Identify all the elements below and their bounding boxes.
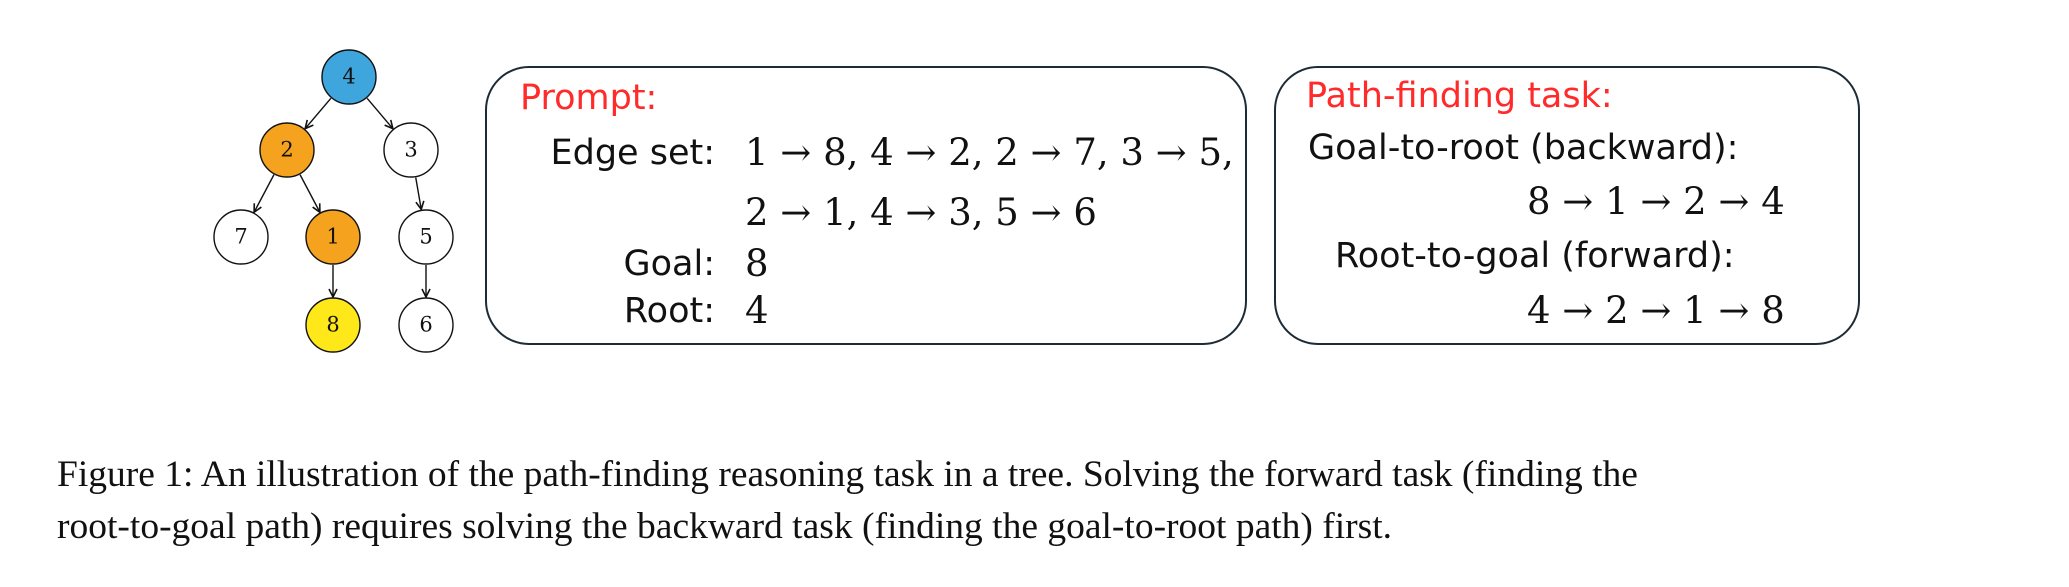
tree-node-7: 7 [213, 209, 269, 265]
path-finding-task-title: Path-finding task: [1306, 76, 1613, 116]
node-circle-7 [213, 209, 269, 265]
edge-set-label: Edge set: [550, 133, 716, 173]
node-circle-6 [398, 297, 454, 353]
backward-label: Goal-to-root (backward): [1308, 128, 1739, 168]
tree-node-1: 1 [305, 209, 361, 265]
tree-node-3: 3 [383, 122, 439, 178]
edge-2-to-7 [254, 174, 275, 212]
node-circle-2 [259, 122, 315, 178]
tree-node-8: 8 [305, 297, 361, 353]
root-label: Root: [623, 291, 715, 331]
caption-line-2: root-to-goal path) requires solving the … [57, 506, 1393, 547]
node-label-6: 6 [419, 313, 432, 337]
node-label-8: 8 [326, 313, 339, 337]
edge-2-to-1 [299, 174, 320, 212]
forward-path: 4 → 2 → 1 → 8 [1527, 289, 1785, 332]
goal-label: Goal: [623, 244, 716, 284]
tree-node-2: 2 [259, 122, 315, 178]
edge-3-to-5 [415, 177, 421, 210]
edge-set-line-2: 2 → 1, 4 → 3, 5 → 6 [745, 191, 1097, 234]
node-label-3: 3 [404, 138, 417, 162]
goal-value: 8 [745, 242, 769, 285]
figure-caption: Figure 1: An illustration of the path-fi… [57, 449, 2017, 553]
node-label-7: 7 [234, 225, 247, 249]
backward-path: 8 → 1 → 2 → 4 [1527, 180, 1785, 223]
forward-label: Root-to-goal (forward): [1335, 236, 1735, 276]
node-circle-8 [305, 297, 361, 353]
node-circle-1 [305, 209, 361, 265]
root-value: 4 [745, 289, 769, 332]
prompt-title: Prompt: [520, 78, 658, 118]
tree-node-4: 4 [321, 49, 377, 105]
edge-set-line-1: 1 → 8, 4 → 2, 2 → 7, 3 → 5, [745, 131, 1234, 174]
tree-node-6: 6 [398, 297, 454, 353]
caption-line-1: Figure 1: An illustration of the path-fi… [57, 454, 1638, 495]
node-circle-4 [321, 49, 377, 105]
node-circle-3 [383, 122, 439, 178]
tree-node-5: 5 [398, 209, 454, 265]
path-finding-task-box [1274, 66, 1860, 345]
tree-nodes: 4 2 3 7 1 5 8 6 [213, 49, 454, 353]
node-label-2: 2 [280, 138, 293, 162]
node-label-5: 5 [419, 225, 432, 249]
tree-edges [254, 97, 426, 297]
edge-4-to-3 [366, 97, 393, 128]
edge-4-to-2 [305, 97, 332, 128]
node-label-1: 1 [326, 225, 339, 249]
node-label-4: 4 [342, 65, 355, 89]
prompt-box [485, 66, 1247, 345]
node-circle-5 [398, 209, 454, 265]
